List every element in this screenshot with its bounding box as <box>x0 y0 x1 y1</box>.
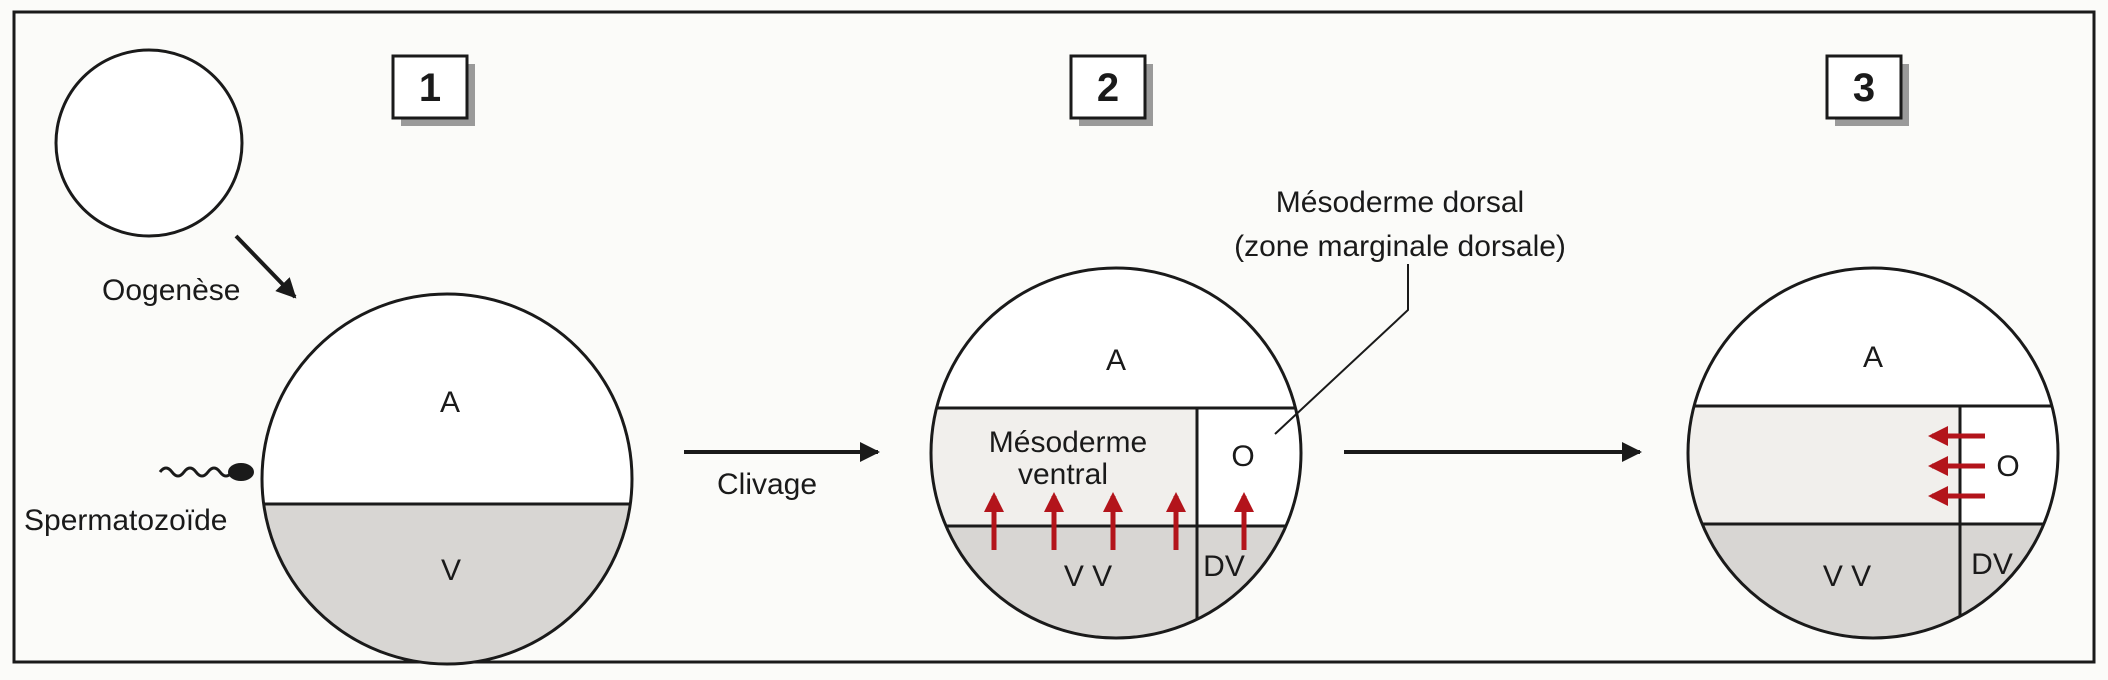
sperm-label: Spermatozoïde <box>24 504 227 537</box>
stage-2-organizer-label: O <box>1231 440 1254 473</box>
stage-3-organizer-label: O <box>1996 450 2019 483</box>
stage-2-badge: 2 <box>1069 54 1153 126</box>
vegetal-region-1 <box>262 504 632 664</box>
induced-mesoderm-region <box>1688 406 1960 524</box>
dorsal-mesoderm-label-line1: Mésoderme dorsal <box>1276 186 1524 219</box>
dorsal-mesoderm-leader-line <box>1274 264 1409 435</box>
oogenesis-label: Oogenèse <box>102 274 240 307</box>
stage-1-vegetal-label: V <box>441 554 461 587</box>
embryo-stage-2: A Mésoderme ventral O V V DV <box>929 266 1303 640</box>
stage-1-badge: 1 <box>391 54 475 126</box>
stage-3-animal-label: A <box>1863 341 1883 374</box>
embryo-stage-3: A O V V DV <box>1686 266 2060 640</box>
sperm-icon <box>158 463 254 481</box>
oocyte-circle <box>54 48 244 238</box>
leftward-signal-arrows <box>1928 426 1985 506</box>
dorsal-mesoderm-label-line2: (zone marginale dorsale) <box>1234 230 1566 263</box>
stage-3-vegetal-label: V V <box>1823 560 1871 593</box>
oogenesis-arrow <box>234 234 297 299</box>
ventral-mesoderm-label-line2: ventral <box>1018 458 1108 491</box>
stage-2-number: 2 <box>1097 66 1119 110</box>
stage-2-dorsal-vegetal-label: DV <box>1203 550 1245 583</box>
stage-3-number: 3 <box>1853 66 1875 110</box>
ventral-mesoderm-label-line1: Mésoderme <box>989 426 1147 459</box>
stage-2-animal-label: A <box>1106 344 1126 377</box>
stage-3-dorsal-vegetal-label: DV <box>1971 548 2013 581</box>
upward-signal-arrows <box>984 492 1254 550</box>
stage-1-animal-label: A <box>440 386 460 419</box>
embryo-stage-1: A V <box>260 292 634 666</box>
cleavage-label: Clivage <box>717 468 817 501</box>
stage-2-vegetal-label: V V <box>1064 560 1112 593</box>
stage-1-number: 1 <box>419 66 441 110</box>
figure-frame <box>12 10 2096 664</box>
stage-3-badge: 3 <box>1825 54 1909 126</box>
ventral-mesoderm-region <box>931 408 1197 526</box>
